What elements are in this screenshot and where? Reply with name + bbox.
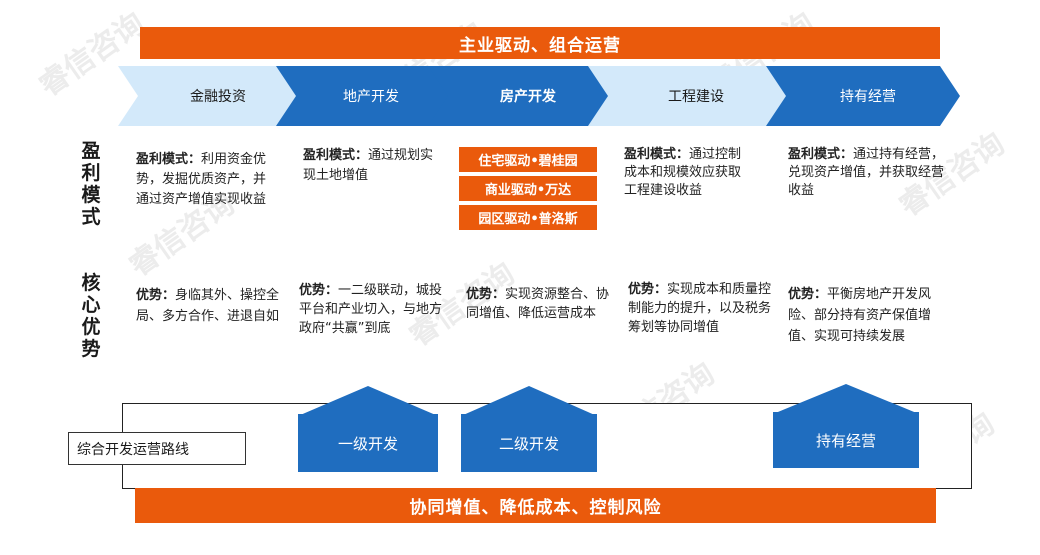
arrow-holding: 持有经营 — [773, 412, 919, 468]
profit-text-land: 盈利模式：通过规划实现土地增值 — [303, 146, 443, 186]
profit-desc: 通过规划实现土地增值 — [303, 148, 434, 183]
chevron-label-finance: 金融投资 — [190, 89, 246, 105]
realestate-box-residential: 住宅驱动•碧桂园 — [459, 147, 597, 172]
chevron-label-engineering: 工程建设 — [668, 89, 724, 105]
advantage-text-land: 优势：一二级联动，城投平台和产业切入，与地方政府“共赢”到底 — [299, 281, 449, 338]
process-chevrons: 金融投资 地产开发 房产开发 工程建设 持有经营 — [118, 66, 960, 126]
advantage-desc: 平衡房地产开发风险、部分持有资产保值增值、实现可持续发展 — [788, 287, 932, 344]
top-banner: 主业驱动、组合运营 — [140, 27, 940, 59]
route-label: 综合开发运营路线 — [68, 432, 246, 465]
chevron-label-realestate: 房产开发 — [500, 89, 556, 105]
chevron-1 — [118, 66, 304, 126]
profit-text-engineering: 盈利模式：通过控制成本和规模效应获取工程建设收益 — [624, 146, 752, 200]
arrow-head-1 — [298, 386, 438, 416]
chevron-label-holding: 持有经营 — [840, 89, 896, 105]
arrow-secondary-dev: 二级开发 — [461, 414, 597, 472]
profit-key: 盈利模式： — [303, 148, 369, 163]
chevron-shapes — [118, 66, 960, 126]
advantage-text-finance: 优势：身临其外、操控全局、多方合作、进退自如 — [136, 285, 284, 327]
profit-text-finance: 盈利模式：利用资金优势，发掘优质资产，并通过资产增值实现收益 — [136, 150, 272, 210]
realestate-box-commercial: 商业驱动•万达 — [459, 176, 597, 201]
row-label-profit: 盈利模式 — [80, 140, 102, 228]
advantage-desc: 身临其外、操控全局、多方合作、进退自如 — [136, 288, 280, 324]
profit-key: 盈利模式： — [136, 152, 202, 167]
profit-desc: 利用资金优势，发掘优质资产，并通过资产增值实现收益 — [136, 152, 267, 207]
advantage-key: 优势： — [136, 288, 176, 303]
arrow-primary-dev: 一级开发 — [298, 414, 438, 472]
profit-key: 盈利模式： — [788, 147, 854, 162]
advantage-key: 优势： — [466, 287, 506, 302]
advantage-text-realestate: 优势：实现资源整合、协同增值、降低运营成本 — [466, 285, 614, 323]
bottom-banner: 协同增值、降低成本、控制风险 — [135, 488, 936, 523]
profit-key: 盈利模式： — [624, 147, 690, 162]
chevron-5 — [766, 66, 960, 126]
advantage-desc: 实现资源整合、协同增值、降低运营成本 — [466, 287, 610, 321]
row-label-advantage: 核心优势 — [80, 272, 102, 360]
chevron-2 — [276, 66, 456, 126]
row-label-profit-text: 盈利模式 — [81, 140, 101, 228]
realestate-box-park: 园区驱动•普洛斯 — [459, 205, 597, 230]
advantage-text-holding: 优势：平衡房地产开发风险、部分持有资产保值增值、实现可持续发展 — [788, 284, 940, 347]
profit-text-holding: 盈利模式：通过持有经营，兑现资产增值，并获取经营收益 — [788, 146, 954, 200]
arrow-head-2 — [461, 386, 597, 416]
advantage-key: 优势： — [788, 287, 828, 302]
advantage-key: 优势： — [299, 283, 339, 298]
advantage-desc: 一二级联动，城投平台和产业切入，与地方政府“共赢”到底 — [299, 283, 443, 336]
advantage-desc: 实现成本和质量控制能力的提升，以及税务筹划等协同增值 — [628, 282, 772, 335]
arrow-head-3 — [773, 384, 919, 414]
advantage-text-engineering: 优势：实现成本和质量控制能力的提升，以及税务筹划等协同增值 — [628, 280, 778, 337]
chevron-4 — [588, 66, 794, 126]
row-label-advantage-text: 核心优势 — [81, 272, 101, 360]
chevron-label-land: 地产开发 — [343, 89, 399, 105]
chevron-3 — [428, 66, 616, 126]
profit-desc: 通过控制成本和规模效应获取工程建设收益 — [624, 147, 742, 198]
advantage-key: 优势： — [628, 282, 668, 297]
profit-desc: 通过持有经营，兑现资产增值，并获取经营收益 — [788, 147, 945, 198]
